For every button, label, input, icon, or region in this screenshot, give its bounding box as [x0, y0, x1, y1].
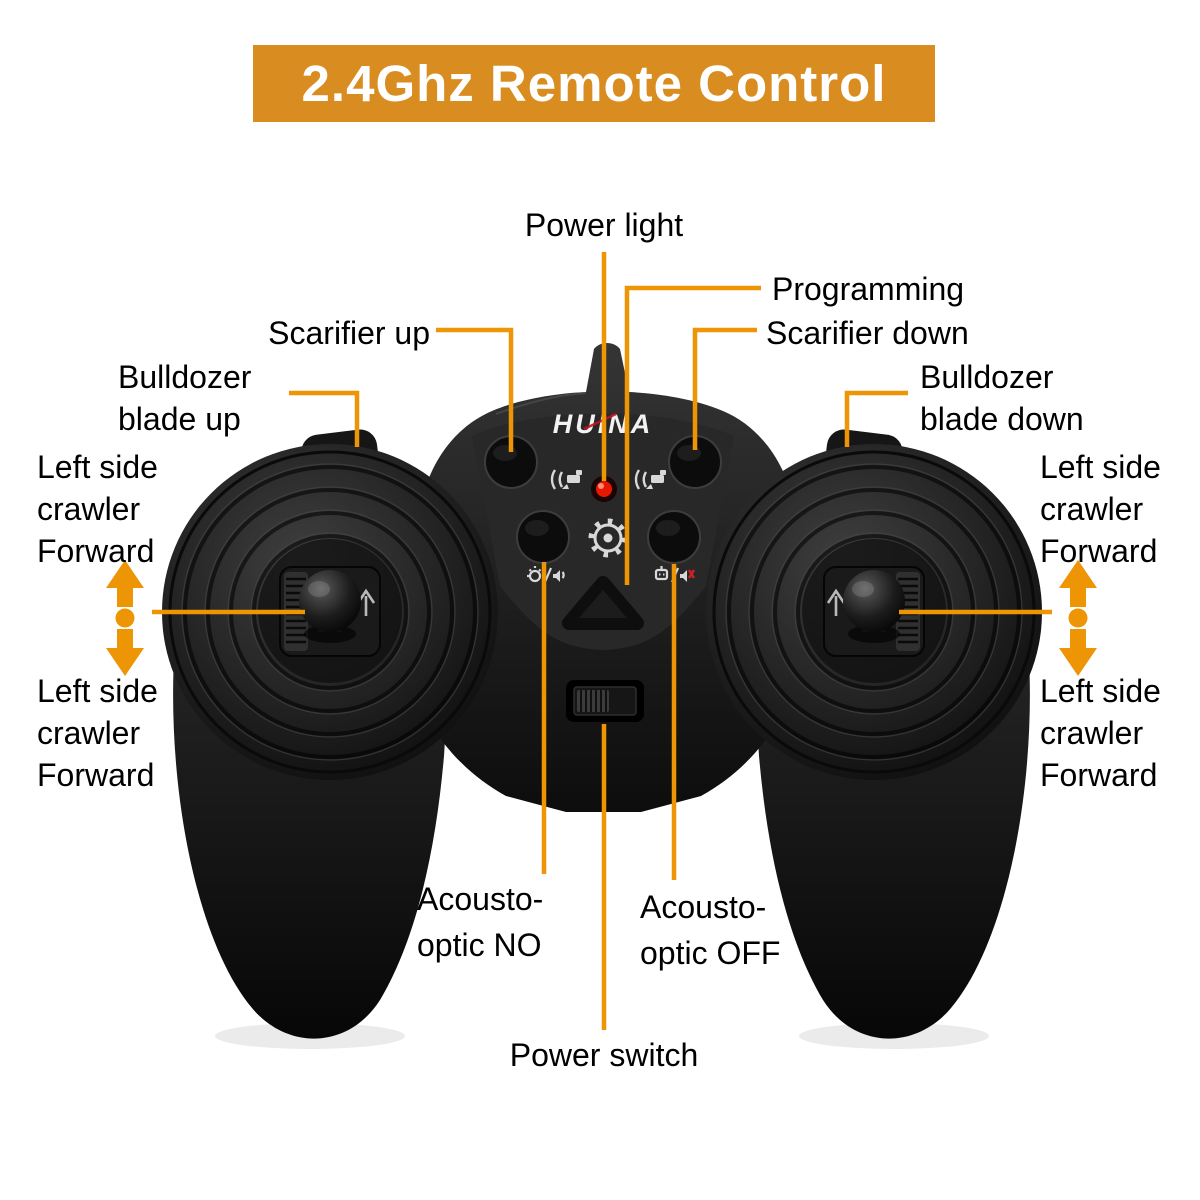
page-title: 2.4Ghz Remote Control [301, 55, 887, 112]
label-line: crawler [1040, 715, 1144, 751]
label-line: Bulldozer [118, 359, 252, 395]
button-panel [472, 413, 734, 650]
up-down-arrow-icon-right [1059, 560, 1097, 676]
label-crawler-left-bottom: Left side crawler Forward [37, 670, 158, 796]
label-line: blade down [920, 401, 1084, 437]
left-joystick [258, 539, 402, 683]
label-line: Bulldozer [920, 359, 1054, 395]
label-line: Forward [37, 757, 155, 793]
label-line: Left side [37, 673, 158, 709]
label-acousto-no: Acousto- optic NO [417, 876, 543, 968]
label-line: blade up [118, 401, 241, 437]
label-acousto-off: Acousto- optic OFF [640, 884, 780, 976]
label-line: Left side [37, 449, 158, 485]
label-blade-down: Bulldozer blade down [920, 356, 1084, 440]
label-line: Forward [1040, 757, 1158, 793]
scarifier-up-leader-line [436, 327, 514, 452]
up-arrow-icon-right [826, 588, 846, 616]
label-crawler-right-top: Left side crawler Forward [1040, 446, 1161, 572]
label-line: Forward [1040, 533, 1158, 569]
label-line: crawler [37, 491, 141, 527]
label-line: Acousto- [417, 881, 544, 917]
label-power-light: Power light [524, 207, 684, 243]
label-power-switch: Power switch [509, 1037, 699, 1073]
label-line: crawler [1040, 491, 1144, 527]
acousto-no-button [516, 510, 570, 564]
right-joystick [802, 539, 946, 683]
blade-down-leader-line [844, 390, 908, 447]
power-switch [566, 680, 644, 722]
label-line: Left side [1040, 449, 1161, 485]
brand-logo: HUINA [553, 409, 654, 439]
title-banner: 2.4Ghz Remote Control [253, 45, 935, 122]
programming-button [562, 576, 644, 630]
label-line: Forward [37, 533, 155, 569]
leader-lines [152, 252, 1052, 1030]
label-crawler-left-top: Left side crawler Forward [37, 446, 158, 572]
label-line: Left side [1040, 673, 1161, 709]
brand-logo-red-stripe [583, 412, 617, 431]
label-scarifier-up: Scarifier up [268, 315, 430, 351]
up-down-arrow-icon-left [106, 560, 144, 676]
acousto-off-button [647, 510, 701, 564]
label-line: optic NO [417, 927, 542, 963]
label-line: optic OFF [640, 935, 781, 971]
blade-up-leader-line [289, 390, 360, 447]
label-programming: Programming [772, 271, 965, 307]
label-line: crawler [37, 715, 141, 751]
label-scarifier-down: Scarifier down [766, 315, 969, 351]
label-line: Acousto- [640, 889, 767, 925]
label-blade-up: Bulldozer blade up [118, 356, 251, 440]
gear-icon [588, 518, 628, 558]
scarifier-down-leader-line [692, 327, 757, 450]
label-crawler-right-bottom: Left side crawler Forward [1040, 670, 1161, 796]
power-led-light [591, 476, 617, 502]
programming-leader-line [624, 285, 761, 585]
